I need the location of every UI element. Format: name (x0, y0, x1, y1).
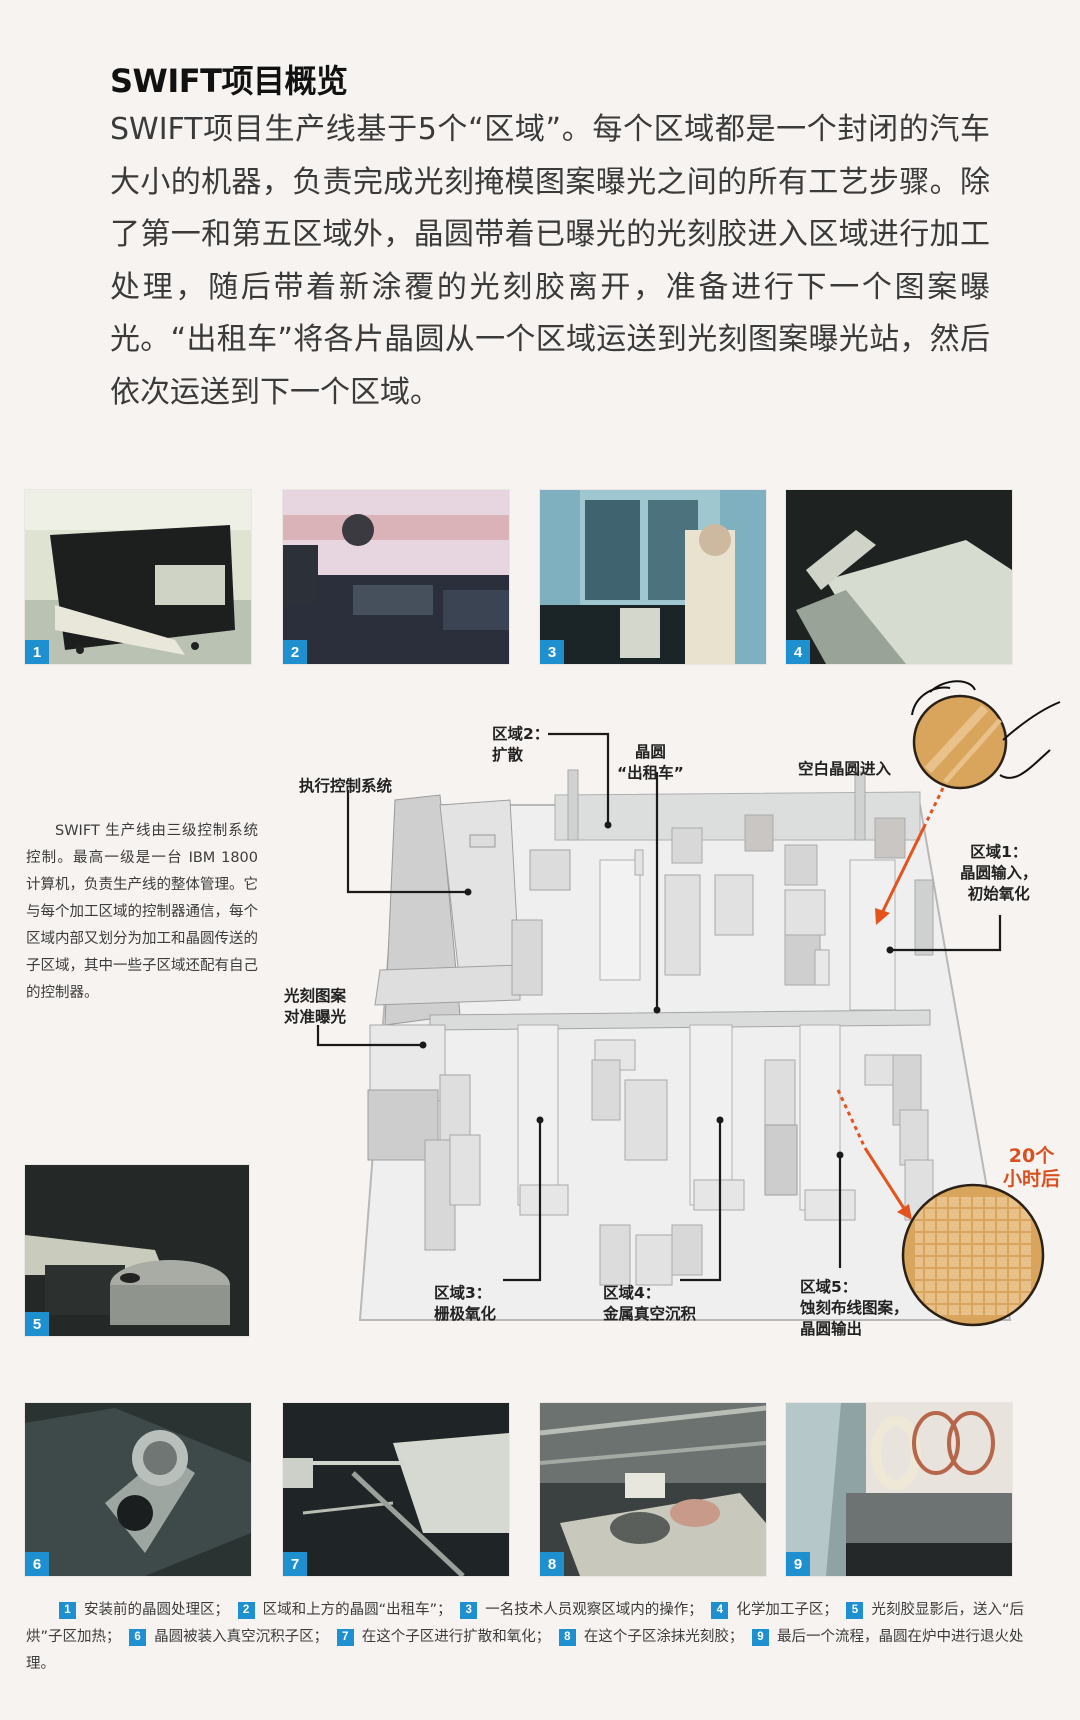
photo-badge: 5 (25, 1312, 49, 1336)
caption-badge: 1 (59, 1602, 76, 1619)
photo-2-image (283, 490, 509, 664)
photo-badge: 3 (540, 640, 564, 664)
label-zone3: 区域3： 栅极氧化 (434, 1284, 497, 1323)
blank-wafer-icon (911, 680, 1061, 790)
page-title: SWIFT项目概览 (110, 62, 348, 100)
caption-badge: 8 (558, 1629, 576, 1646)
photo-8: 8 (540, 1403, 766, 1576)
photo-1: 1 (25, 490, 251, 664)
label-exec-control: 执行控制系统 (299, 777, 393, 795)
leader-lines (316, 732, 1002, 1282)
caption-text: 晶圆被装入真空沉积子区； (154, 1629, 329, 1645)
caption-text: 一名技术人员观察区域内的操作； (485, 1602, 703, 1618)
label-zone2: 区域2： 扩散 (492, 725, 550, 764)
photo-7-image (283, 1403, 509, 1576)
photo-badge: 7 (283, 1552, 307, 1576)
caption-text: 最后一个流程，晶圆在炉中进行退火处理。 (26, 1629, 1024, 1672)
caption-badge: 9 (751, 1629, 769, 1646)
photo-badge: 2 (283, 640, 307, 664)
caption-text: 安装前的晶圆处理区； (84, 1602, 229, 1618)
photo-3-image (540, 490, 766, 664)
photo-4: 4 (786, 490, 1012, 664)
photo-5-image (25, 1165, 249, 1336)
photo-6: 6 (25, 1403, 251, 1576)
caption-badge: 6 (129, 1629, 147, 1646)
photo-4-image (786, 490, 1012, 664)
caption-text: 化学加工子区； (736, 1602, 838, 1618)
label-zone5: 区域5： 蚀刻布线图案， 晶圆输出 (800, 1278, 909, 1338)
caption-text: 在这个子区涂抹光刻胶； (583, 1629, 744, 1645)
photo-7: 7 (283, 1403, 509, 1576)
label-zone4: 区域4： 金属真空沉积 (603, 1284, 697, 1323)
caption-badge: 2 (237, 1602, 255, 1619)
photo-9: 9 (786, 1403, 1012, 1576)
caption-text: 区域和上方的晶圆“出租车”； (262, 1602, 452, 1618)
leader-dots (419, 821, 894, 1159)
intro-paragraph: SWIFT项目生产线基于5个“区域”。每个区域都是一个封闭的汽车大小的机器，负责… (110, 112, 990, 410)
photo-1-image (25, 490, 251, 664)
photo-captions: 1 安装前的晶圆处理区； 2 区域和上方的晶圆“出租车”； 3 一名技术人员观察区域内… (26, 1597, 1046, 1678)
caption-badge: 3 (460, 1602, 478, 1619)
label-zone1: 区域1： 晶圆输入， 初始氧化 (960, 843, 1038, 903)
label-20-hours-later: 20个 小时后 (1003, 1145, 1061, 1190)
photo-badge: 9 (786, 1552, 810, 1576)
patterned-wafer-icon (901, 1183, 1045, 1327)
photo-badge: 8 (540, 1552, 564, 1576)
photo-2: 2 (283, 490, 509, 664)
photo-9-image (786, 1403, 1012, 1576)
caption-badge: 7 (336, 1629, 354, 1646)
caption-text: 在这个子区进行扩散和氧化； (361, 1629, 551, 1645)
control-system-note: SWIFT 生产线由三级控制系统控制。最高一级是一台 IBM 1800 计算机，… (26, 823, 258, 1001)
label-wafer-taxi: 晶圆 “出租车” (617, 743, 684, 782)
photo-badge: 1 (25, 640, 49, 664)
caption-badge: 5 (846, 1602, 864, 1619)
photo-badge: 4 (786, 640, 810, 664)
photo-badge: 6 (25, 1552, 49, 1576)
caption-text: 光刻胶显影后，送入“后烘”子区加热； (26, 1602, 1024, 1645)
caption-badge: 4 (711, 1602, 729, 1619)
photo-5: 5 (25, 1165, 249, 1336)
photo-8-image (540, 1403, 766, 1576)
label-blank-wafer-in: 空白晶圆进入 (798, 760, 892, 778)
photo-6-image (25, 1403, 251, 1576)
factory-floor-illustration (316, 680, 1061, 1327)
label-litho-exposure: 光刻图案 对准曝光 (284, 987, 347, 1026)
photo-3: 3 (540, 490, 766, 664)
swift-line-diagram: 执行控制系统 区域2： 扩散 晶圆 “出租车” 空白晶圆进入 区域1： 晶圆输入… (0, 680, 1080, 1360)
